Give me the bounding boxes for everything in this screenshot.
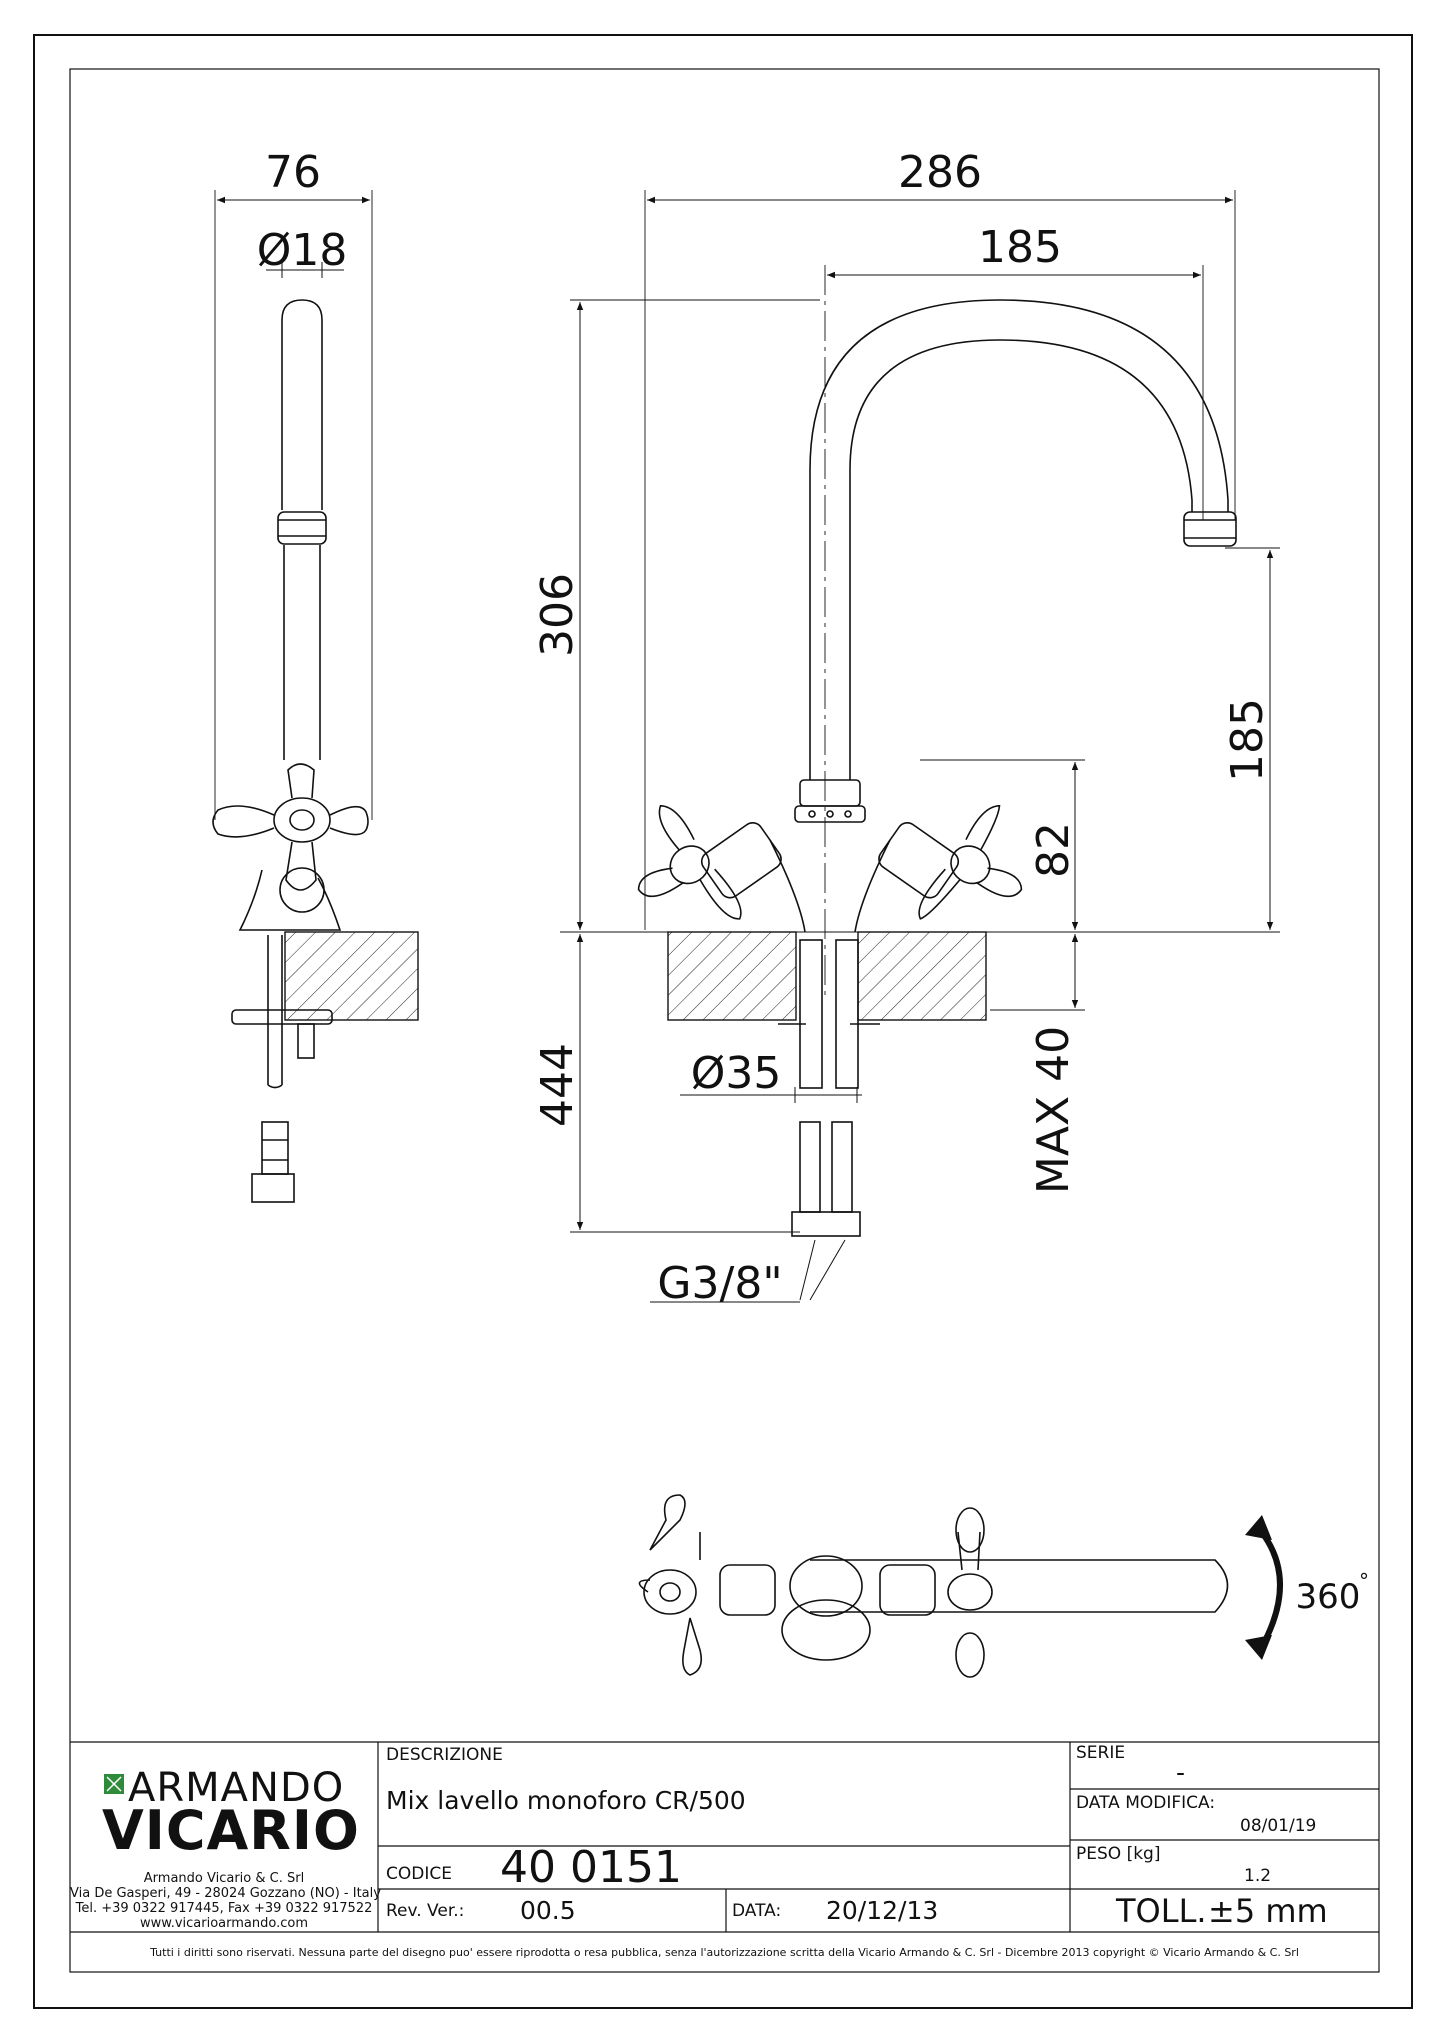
company-phone: Tel. +39 0322 917445, Fax +39 0322 91752… [75, 1901, 373, 1916]
title-block-grid [70, 1741, 1379, 1933]
dim-444: 444 [532, 1043, 583, 1127]
peso-label: PESO [kg] [1076, 1844, 1161, 1864]
company-website: www.vicarioarmando.com [140, 1916, 308, 1931]
dim-18: Ø18 [257, 225, 348, 276]
dim-82: 82 [1028, 822, 1079, 878]
descrizione-label: DESCRIZIONE [386, 1745, 503, 1765]
side-sink-slab [284, 931, 419, 1021]
codice-label: CODICE [386, 1864, 452, 1884]
dim-306: 306 [532, 573, 583, 657]
company-address: Via De Gasperi, 49 - 28024 Gozzano (NO) … [70, 1886, 381, 1901]
dim-185-right: 185 [1222, 698, 1273, 782]
logo-mark [104, 1774, 124, 1794]
toll-value: ±5 mm [1208, 1892, 1328, 1930]
dim-thread: G3/8" [657, 1258, 782, 1309]
inner-border [69, 68, 1380, 1973]
dim-35: Ø35 [691, 1048, 782, 1099]
data-modifica-value: 08/01/19 [1240, 1816, 1317, 1836]
dim-185-top: 185 [978, 222, 1062, 273]
rev-label: Rev. Ver.: [386, 1901, 465, 1921]
front-sink-slab-left [667, 931, 797, 1021]
serie-label: SERIE [1076, 1743, 1126, 1763]
front-view [560, 190, 1280, 1301]
data-modifica-label: DATA MODIFICA: [1076, 1793, 1216, 1813]
data-label: DATA: [732, 1901, 782, 1921]
serie-value: - [1176, 1758, 1186, 1787]
peso-value: 1.2 [1244, 1866, 1272, 1886]
dim-max40: MAX 40 [1028, 1026, 1079, 1194]
toll-label: TOLL. [1116, 1892, 1207, 1930]
dim-rotation: 360 [1296, 1577, 1361, 1617]
company-name: Armando Vicario & C. Srl [143, 1871, 305, 1886]
descrizione-value: Mix lavello monoforo CR/500 [386, 1786, 746, 1815]
outer-border [33, 34, 1413, 2009]
side-view [212, 190, 419, 1203]
rev-value: 00.5 [520, 1896, 576, 1925]
dim-286: 286 [898, 147, 982, 198]
copyright-note: Tutti i diritti sono riservati. Nessuna … [150, 1946, 1299, 1959]
dim-rotation-unit: ° [1359, 1569, 1369, 1593]
spout [809, 299, 1229, 780]
top-view [638, 1494, 1283, 1678]
dim-76: 76 [265, 147, 321, 198]
data-value: 20/12/13 [826, 1896, 939, 1925]
logo-vicario: VICARIO [102, 1799, 360, 1862]
logo-armando: ARMANDO [128, 1765, 345, 1811]
codice-value: 40 0151 [500, 1842, 682, 1893]
rotation-arrow [1257, 1528, 1283, 1652]
front-sink-slab-right [857, 931, 987, 1021]
